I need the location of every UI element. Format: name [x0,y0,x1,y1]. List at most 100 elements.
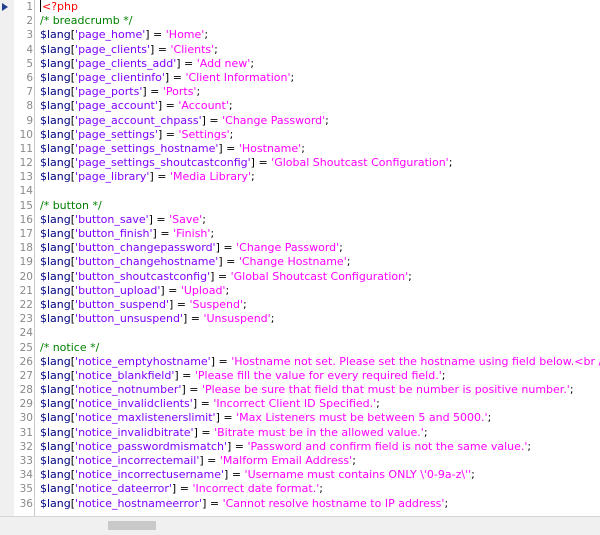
code-token: $lang [40,141,71,155]
code-token: ; [527,439,532,453]
code-text: $lang['button_finish'] = 'Finish'; [40,227,214,241]
code-text: $lang['notice_incorrectusername'] = 'Use… [40,468,475,482]
code-token: 'Hostname' [238,141,302,155]
code-text: $lang['page_account_chpass'] = 'Change P… [40,114,329,128]
code-text: $lang['page_account'] = 'Account'; [40,99,233,113]
code-text: $lang['notice_incorrectemail'] = 'Malfor… [40,454,356,468]
code-token: $lang [40,170,71,184]
code-token: 'Settings' [178,127,230,141]
code-token: ] = [148,212,170,226]
code-token: 'notice_dateerror' [75,482,172,496]
line-number: 30 [19,412,33,425]
code-token: [ [70,269,76,283]
code-token: 'Password and confirm field is not the s… [247,439,528,453]
code-token: ] = [176,56,197,70]
code-token: 'notice_notnumber' [75,383,182,397]
code-token: 'notice_maxlistenerslimit' [75,411,216,425]
code-token: 'notice_blankfield' [75,368,175,382]
line-number: 9 [26,114,33,127]
line-number: 8 [26,100,33,113]
code-token: 'Save' [169,212,203,226]
line-number: 36 [19,497,33,510]
code-token: $lang [40,468,71,482]
code-token: 'Change Password' [222,113,326,127]
code-token: ; [202,212,206,226]
code-token: $lang [40,255,71,269]
code-token: ; [441,368,446,382]
code-token: 'button_changehostname' [75,255,219,269]
code-token: 'button_save' [75,212,149,226]
code-text: $lang['button_changehostname'] = 'Change… [40,255,350,269]
code-token: ] = [157,99,179,113]
code-token: 'button_suspend' [75,297,170,311]
code-token: 'page_clients' [75,42,151,56]
line-number: 13 [19,171,33,184]
code-token: 'Upload' [180,283,226,297]
gutter-divider [34,0,35,516]
code-token: 'notice_invalidclients' [75,397,193,411]
scrollbar-thumb[interactable] [108,521,156,530]
code-token: ] = [152,227,174,240]
code-token: ] = [157,127,179,141]
code-token: ] = [250,156,272,170]
code-token: $lang [40,85,71,99]
code-token: [ [70,439,76,453]
fold-margin[interactable] [0,0,14,516]
code-token: ; [229,127,234,141]
code-token: [ [70,141,76,155]
code-token: ; [210,227,215,240]
code-token: ] = [210,269,231,283]
code-token: ; [471,468,475,482]
code-token: $lang [40,439,71,453]
code-token: 'page_settings_hostname' [75,141,219,155]
line-number: 17 [19,228,33,240]
code-text: $lang['button_suspend'] = 'Suspend'; [40,298,247,312]
code-token: [ [70,468,76,482]
fold-marker-icon[interactable] [2,3,8,11]
code-token: [ [70,482,76,496]
line-number: 15 [19,199,33,212]
code-text: $lang['notice_passwordmismatch'] = 'Pass… [40,440,531,454]
code-token: 'Max Listeners must be between 5 and 500… [236,411,488,425]
code-token: ; [569,383,574,397]
code-text: $lang['page_clientinfo'] = 'Client Infor… [40,71,294,85]
code-token: ; [290,70,295,84]
code-token: 'Hostname not set. Please set the hostna… [231,354,600,368]
code-token: $lang [40,283,71,297]
code-text: $lang['button_unsuspend'] = 'Unsuspend'; [40,312,274,326]
code-token: ] = [149,170,170,184]
code-text: $lang['button_upload'] = 'Upload'; [40,284,229,298]
code-token: 'Finish' [173,227,211,240]
code-text: /* breadcrumb */ [40,14,132,28]
code-token: ] = [171,482,193,496]
code-token: ; [214,42,218,56]
code-token: [ [70,255,76,269]
line-number: 5 [26,57,33,70]
code-token: [ [70,496,76,510]
line-number: 18 [19,242,33,255]
code-token: ] = [164,70,186,84]
code-token: ; [423,425,428,439]
line-number: 27 [19,369,33,382]
code-token: ; [487,411,492,425]
code-token: [ [70,354,76,368]
code-text: $lang['page_settings'] = 'Settings'; [40,128,233,142]
code-token: ] = [169,297,190,311]
code-text: $lang['notice_maxlistenerslimit'] = 'Max… [40,411,491,425]
line-number: 12 [19,157,33,170]
code-token: ] = [181,383,202,397]
line-number: 29 [19,398,33,411]
code-token: ] = [227,439,248,453]
code-token: 'Please be sure that field that must be … [201,383,570,397]
code-token: ] = [218,255,239,269]
code-text: $lang['notice_invalidbitrate'] = 'Bitrat… [40,426,428,440]
code-token: [ [70,212,76,226]
code-token: 'page_ports' [75,85,143,99]
code-text: $lang['page_ports'] = 'Ports'; [40,85,200,99]
code-token: ; [352,454,356,467]
code-token: 'Change Password' [236,241,340,255]
code-token: 'Cannot resolve hostname to IP address' [222,496,445,510]
horizontal-scrollbar[interactable] [0,516,600,535]
code-token: [ [70,85,76,99]
